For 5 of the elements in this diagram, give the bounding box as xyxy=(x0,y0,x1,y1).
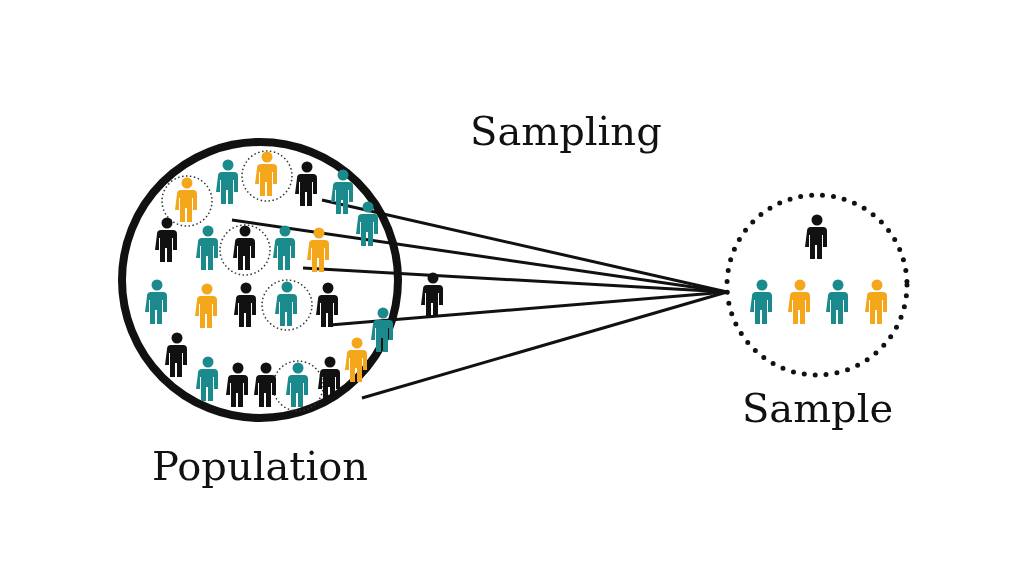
diagram-title: Sampling xyxy=(470,108,662,154)
node-label: Population xyxy=(150,443,370,489)
connector-line xyxy=(302,266,728,294)
connector-line xyxy=(361,290,728,400)
node-label: Sample xyxy=(740,385,895,431)
